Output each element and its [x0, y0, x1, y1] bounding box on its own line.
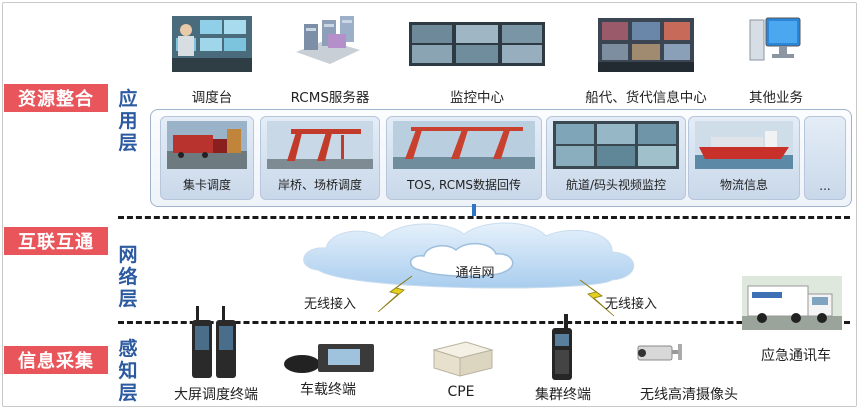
wireless-label-right: 无线接入 [605, 297, 658, 312]
monitoring-wall-icon [409, 22, 545, 66]
app-card-label: ... [819, 179, 831, 193]
service-label: RCMS服务器 [290, 90, 370, 106]
app-card-label: 集卡调度 [182, 178, 231, 192]
tier-char: 络 [118, 266, 138, 288]
tier-char: 感 [118, 338, 138, 360]
layer-tag-resource-integration: 资源整合 [4, 84, 108, 112]
network-cloud-icon [303, 222, 635, 289]
app-card-label: TOS, RCMS数据回传 [406, 178, 522, 192]
emergency-vehicle-icon [742, 276, 842, 330]
container-truck-image [167, 121, 247, 169]
device-label: 集群终端 [535, 387, 591, 403]
vehicle-terminal-icon [284, 344, 374, 373]
app-card-crane-dispatch: 岸桥、场桥调度 [260, 116, 380, 200]
device-label: 应急通讯车 [761, 348, 831, 364]
panel-connector [472, 204, 476, 216]
tier-char: 层 [118, 288, 138, 310]
lightning-bolt-icon [377, 275, 413, 313]
device-label: 车载终端 [300, 382, 356, 398]
lightning-bolt-icon [579, 279, 615, 317]
app-card-truck-dispatch: 集卡调度 [160, 116, 254, 200]
info-center-icon [598, 18, 694, 72]
cloud-label: 通信网 [455, 266, 495, 281]
app-card-label: 物流信息 [719, 178, 768, 192]
quay-crane-image [267, 121, 373, 169]
port-cranes-image [393, 121, 535, 169]
device-label: 无线高清摄像头 [640, 387, 738, 403]
wireless-label-left: 无线接入 [304, 297, 357, 312]
device-label: 大屏调度终端 [174, 387, 258, 403]
divider-network-perception [118, 321, 850, 324]
hd-camera-icon [637, 344, 682, 361]
desktop-computer-icon [749, 17, 801, 61]
tier-char: 用 [118, 110, 138, 132]
trunking-radio-icon [552, 314, 572, 380]
app-card-label: 航道/码头视频监控 [565, 178, 667, 192]
layer-tag-info-collection: 信息采集 [4, 346, 108, 374]
tier-char: 层 [118, 382, 138, 404]
device-label: CPE [447, 384, 475, 400]
handheld-terminal-icon [192, 306, 236, 378]
service-label: 调度台 [191, 90, 233, 106]
tier-name-perception: 感 知 层 [116, 338, 140, 404]
service-label: 监控中心 [450, 90, 504, 106]
service-label: 其他业务 [749, 90, 803, 106]
tier-char: 知 [118, 360, 138, 382]
app-card-data-return: TOS, RCMS数据回传 [386, 116, 542, 200]
video-wall-image [553, 121, 679, 169]
app-card-more: ... [804, 116, 846, 200]
service-label: 船代、货代信息中心 [585, 90, 707, 106]
dispatch-console-icon [172, 16, 252, 72]
tier-name-network: 网 络 层 [116, 244, 140, 310]
server-rack-icon [296, 16, 360, 64]
tier-char: 应 [118, 88, 138, 110]
app-card-logistics-info: 物流信息 [688, 116, 800, 200]
cargo-ship-image [695, 121, 793, 169]
tier-char: 层 [118, 132, 138, 154]
cpe-device-icon [432, 341, 494, 377]
app-card-video-surveillance: 航道/码头视频监控 [546, 116, 686, 200]
tier-name-application: 应 用 层 [116, 88, 140, 154]
tier-char: 网 [118, 244, 138, 266]
app-card-label: 岸桥、场桥调度 [277, 178, 362, 192]
layer-tag-interconnect: 互联互通 [4, 227, 108, 255]
divider-app-network [118, 216, 850, 219]
